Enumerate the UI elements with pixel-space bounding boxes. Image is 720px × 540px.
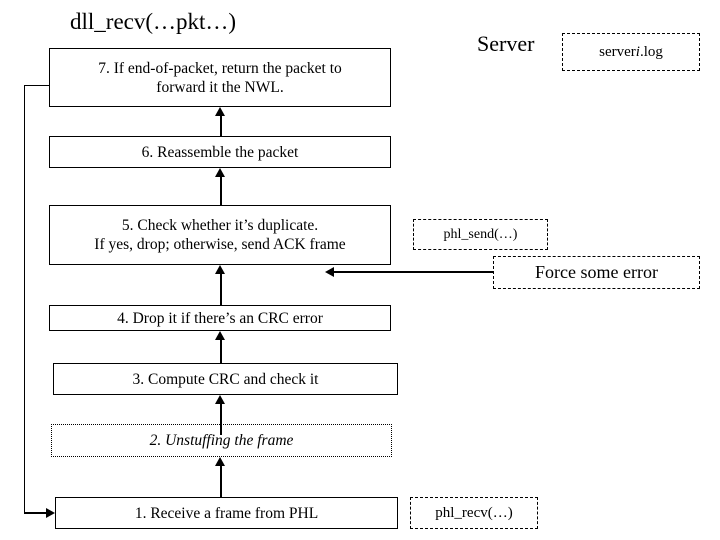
feedback-loop-top-segment	[24, 85, 50, 86]
phl-send-label: phl_send(…)	[443, 226, 518, 242]
connector-5-to-6	[220, 177, 222, 205]
feedback-loop-vertical-segment	[24, 85, 25, 513]
step-5-box[interactable]: 5. Check whether it’s duplicate. If yes,…	[49, 205, 391, 265]
phl-send-box[interactable]: phl_send(…)	[413, 219, 548, 250]
connector-2-to-3-arrowhead	[215, 395, 225, 404]
connector-3-to-4-arrowhead	[215, 331, 225, 340]
step-7-box[interactable]: 7. If end-of-packet, return the packet t…	[49, 48, 391, 107]
step-7-line1: 7. If end-of-packet, return the packet t…	[98, 59, 342, 77]
step-3-line1: 3. Compute CRC and check it	[132, 370, 319, 388]
connector-force-error-to-step-5	[334, 271, 493, 273]
step-5-line2: If yes, drop; otherwise, send ACK frame	[94, 236, 346, 253]
step-1-box[interactable]: 1. Receive a frame from PHL	[55, 497, 398, 529]
connector-3-to-4	[220, 340, 222, 363]
server-log-prefix: server	[599, 43, 636, 60]
phl-recv-label: phl_recv(…)	[435, 504, 513, 521]
force-error-label: Force some error	[535, 262, 658, 282]
connector-1-to-2	[220, 466, 222, 497]
step-4-box[interactable]: 4. Drop it if there’s an CRC error	[49, 305, 391, 331]
feedback-loop-arrowhead	[46, 508, 55, 518]
server-label: Server	[477, 31, 535, 56]
step-2-box[interactable]: 2. Unstuffing the frame	[51, 424, 392, 457]
connector-1-to-2-arrowhead	[215, 457, 225, 466]
step-5-line1: 5. Check whether it’s duplicate.	[121, 217, 319, 234]
step-1-line1: 1. Receive a frame from PHL	[134, 504, 319, 522]
step-7-line2: forward it the NWL.	[156, 78, 284, 96]
step-6-box[interactable]: 6. Reassemble the packet	[49, 136, 391, 168]
connector-6-to-7	[220, 116, 222, 136]
step-3-box[interactable]: 3. Compute CRC and check it	[53, 363, 398, 395]
connector-2-to-3	[220, 404, 222, 435]
phl-recv-box[interactable]: phl_recv(…)	[410, 497, 538, 529]
server-log-index: i	[635, 43, 640, 60]
feedback-loop-bottom-segment	[24, 512, 50, 514]
server-log-suffix: .log	[639, 43, 663, 60]
connector-6-to-7-arrowhead	[215, 107, 225, 116]
step-4-line1: 4. Drop it if there’s an CRC error	[117, 309, 323, 327]
step-2-line1: 2. Unstuffing the frame	[149, 432, 294, 449]
connector-4-to-5-arrowhead	[215, 265, 225, 274]
connector-force-error-arrowhead	[325, 267, 334, 277]
connector-4-to-5	[220, 274, 222, 305]
force-error-box[interactable]: Force some error	[493, 256, 700, 289]
page-title: dll_recv(…pkt…)	[70, 9, 237, 34]
step-6-line1: 6. Reassemble the packet	[141, 143, 299, 161]
connector-5-to-6-arrowhead	[215, 168, 225, 177]
